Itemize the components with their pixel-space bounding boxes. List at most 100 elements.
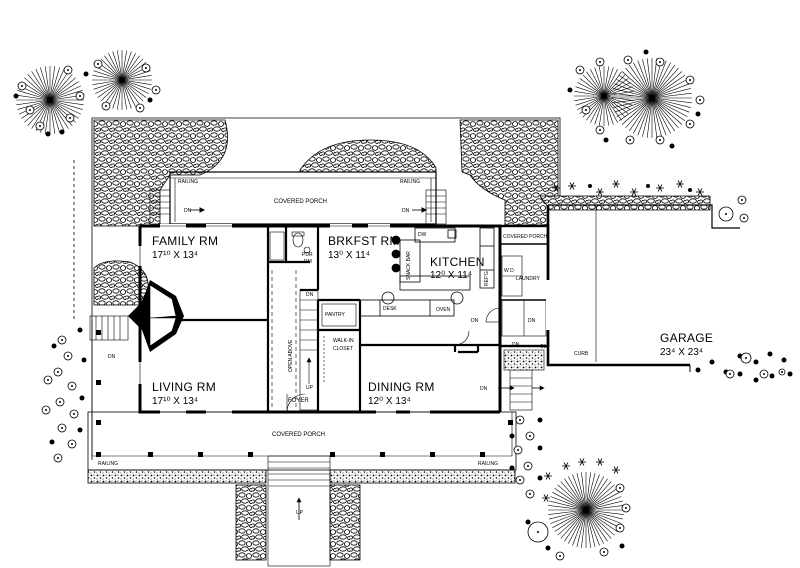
rm-label: RM (304, 259, 312, 265)
family-room-dim: 17¹⁰ X 13⁴ (152, 250, 198, 261)
closet-fixtures (269, 231, 357, 384)
shrub-center (519, 479, 521, 481)
shrub-dot (49, 439, 55, 445)
dn-label-7: DN (480, 386, 488, 392)
front-walk (267, 455, 331, 567)
shrub-star (612, 180, 620, 188)
cl-label: CL (540, 344, 547, 350)
side-porch-label: COVERED PORCH (503, 234, 548, 240)
shrub-center (45, 409, 47, 411)
shrub-dot (525, 519, 531, 525)
dn-label-1: DN (184, 208, 192, 214)
tree-burst (16, 66, 84, 134)
shrub-center (745, 357, 747, 359)
shrub-dot (643, 49, 649, 55)
shrub-dot (509, 465, 515, 471)
tree-burst (548, 472, 624, 548)
shrub-center (155, 89, 157, 91)
shrub-star (656, 184, 664, 192)
kitchen-name: KITCHEN (430, 255, 485, 269)
shrub-center (71, 443, 73, 445)
shrub-center (625, 507, 627, 509)
shrub-center (47, 379, 49, 381)
shrub-center (21, 85, 23, 87)
shrub-star (552, 184, 560, 192)
shrub-dot (13, 93, 19, 99)
shrub-dot (709, 359, 715, 365)
shrub-dot (545, 545, 551, 551)
pantry-label: PANTRY (325, 312, 345, 318)
family-room-name: FAMILY RM (152, 234, 218, 248)
shrub-center (97, 63, 99, 65)
dn-label-4: DN (306, 292, 314, 298)
shrub-dot (695, 111, 701, 117)
shrub-center (29, 109, 31, 111)
shrub-center (59, 401, 61, 403)
shrub-dot (688, 188, 692, 192)
shrub-dot (567, 87, 573, 93)
shrub-center (743, 217, 745, 219)
shrub-center (729, 373, 731, 375)
shrub-center (67, 69, 69, 71)
shrub-center (559, 555, 561, 557)
shrub-center (659, 61, 661, 63)
closet-label: CLOSET (333, 346, 353, 352)
shrub-dot (537, 417, 543, 423)
walk-in-label: WALK-IN (333, 338, 354, 344)
garage-name: GARAGE (660, 331, 713, 345)
shrub-center (529, 435, 531, 437)
annotation-labels: COVERED PORCH COVERED PORCH COVERED PORC… (98, 179, 589, 516)
room-labels: FAMILY RM 17¹⁰ X 13⁴ BRKFST RM 13⁰ X 11⁴… (152, 234, 713, 407)
shrub-dot (603, 137, 609, 143)
stair (299, 289, 319, 411)
shrub-center (61, 339, 63, 341)
shrub-center (79, 95, 81, 97)
shrub-center (689, 123, 691, 125)
shrub-center (585, 109, 587, 111)
dn-label-5: DN (471, 318, 479, 324)
shrub-dot (147, 97, 153, 103)
shrub-dot (537, 445, 543, 451)
shrub-center (57, 457, 59, 459)
shrub-center (699, 99, 701, 101)
shrub-dot (737, 371, 743, 377)
stone-paving (93, 119, 711, 561)
shrub-center (39, 125, 41, 127)
snack-bar-label: SNACK BAR (406, 251, 412, 280)
shrub-center (527, 465, 529, 467)
shrub-center (139, 107, 141, 109)
shrub-dot (753, 359, 759, 365)
garage-walls (546, 204, 740, 372)
shrub-dot (83, 71, 89, 77)
front-porch-label: COVERED PORCH (272, 432, 325, 438)
refg-label: REF'G (484, 271, 490, 286)
shrub-center (619, 527, 621, 529)
dn-label-2: DN (402, 208, 410, 214)
up-label-1: UP (306, 385, 314, 391)
shrub-star (612, 466, 620, 474)
shrub-dot (45, 131, 51, 137)
shrub-star (562, 462, 570, 470)
kitchen-dim: 12⁰ X 11⁴ (430, 270, 472, 281)
laundry-area (498, 224, 550, 348)
living-room-name: LIVING RM (152, 380, 216, 394)
brkfst-room-name: BRKFST RM (328, 234, 400, 248)
tree-burst (574, 66, 634, 126)
railing-label-4: RAILING (478, 461, 498, 467)
shrub-dot (588, 184, 592, 188)
dining-room-dim: 12⁰ X 13⁴ (368, 396, 411, 407)
shrub-center (781, 371, 783, 373)
rear-porch-label: COVERED PORCH (274, 199, 327, 205)
garage-dim: 23⁴ X 23⁴ (660, 347, 703, 358)
shrub-dot (753, 377, 759, 383)
dn-label-3: DN (108, 354, 116, 360)
shrub-dot (787, 371, 793, 377)
shrub-star (596, 188, 604, 196)
shrub-star (568, 182, 576, 190)
shrub-dot (537, 475, 543, 481)
shrub-center (689, 79, 691, 81)
doors (286, 307, 501, 413)
shrub-dot (51, 343, 57, 349)
shrub-center (61, 427, 63, 429)
kitchen-fixtures (359, 227, 495, 317)
